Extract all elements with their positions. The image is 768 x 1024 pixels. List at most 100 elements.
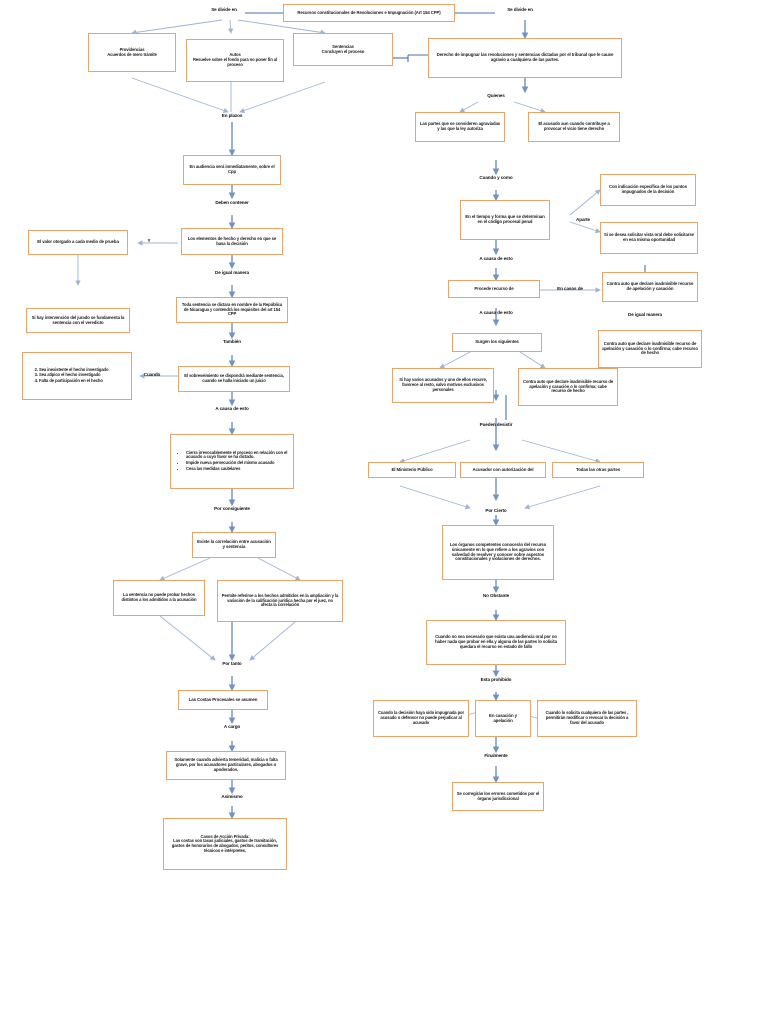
label-y: Y <box>147 238 151 243</box>
label-se-divide-en-left: Se divide en <box>211 7 237 12</box>
node-surgen-siguientes[interactable]: Surgen los siguientes <box>452 333 542 352</box>
node-derecho-impugnar-label: Derecho de impugnar las resoluciones y s… <box>436 52 614 62</box>
node-autos-label: Autos Resuelve sobre el fondo para no po… <box>192 52 278 67</box>
label-cuando: Cuando <box>143 372 161 377</box>
node-sentencias[interactable]: Sentencias Concluyen el proceso <box>293 33 393 66</box>
node-solicita-cualquiera-label: Cuando lo solicita cualquiera de las par… <box>545 710 629 725</box>
node-contra-auto-confirma-right[interactable]: Contra auto que declare inadmisible recu… <box>598 330 702 368</box>
node-contra-auto-inadmisible-label: Contra auto que declare inadmisible recu… <box>606 281 694 291</box>
node-ministerio-publico[interactable]: El Ministerio Público <box>368 462 456 478</box>
node-permite-referirse-label: Permite referirse a los hechos admitidos… <box>221 592 339 608</box>
node-valor-prueba[interactable]: El valor otorgado a cada medio de prueba <box>28 230 128 255</box>
efecto-item: Impide nueva persecución del mismo acusa… <box>186 460 289 466</box>
node-acusado-vicio[interactable]: El acusado aun cuando contribuye a provo… <box>528 112 620 142</box>
node-accion-privada-label: Casos de Acción Privada: Las costas son … <box>171 833 279 853</box>
node-acusador-autorizacion[interactable]: Acusador con autorización del <box>460 462 546 478</box>
node-decision-impugnada[interactable]: Cuando la decisión haya sido impugnada p… <box>373 700 469 737</box>
node-procede-recurso[interactable]: Procede recurso de <box>448 280 540 298</box>
node-corregir-errores[interactable]: Se corregirán los errores cometidos por … <box>452 782 544 811</box>
causales-items: Sea inexistente el hecho investigadoSea … <box>28 367 127 385</box>
node-ministerio-publico-label: El Ministerio Público <box>391 466 433 472</box>
node-providencias[interactable]: Providencias Acuerdos de mero trámite <box>88 33 176 72</box>
node-correlacion-label: Existe la correlación entre acusación y … <box>197 539 271 549</box>
node-sentencia-no-prueba-label: La sentencia no puede probar hechos dist… <box>121 592 197 602</box>
node-acusador-autorizacion-label: Acusador con autorización del <box>472 466 534 472</box>
node-varios-acusados[interactable]: Si hay varios acusados y uno de ellos re… <box>392 368 494 403</box>
node-root-label: Recursos constitucionales de Resolucione… <box>297 9 441 15</box>
node-correlacion[interactable]: Existe la correlación entre acusación y … <box>192 532 276 558</box>
node-todas-otras-partes-label: Todas las otras partes <box>575 466 621 472</box>
node-todas-otras-partes[interactable]: Todas las otras partes <box>552 462 644 478</box>
label-a-causa-de-esto-r1: A causa de esto <box>479 256 513 261</box>
label-por-tanto: Por tanto <box>222 661 242 666</box>
node-toda-sentencia[interactable]: Toda sentencia se dictara en nombre de l… <box>176 297 288 323</box>
node-valor-prueba-label: El valor otorgado a cada medio de prueba <box>37 239 119 245</box>
node-intervencion-jurado-label: Si hay intervención del jurado se fundam… <box>31 314 125 325</box>
node-audiencia-no-necesaria[interactable]: Cuando no sea necesario que exista una a… <box>426 620 566 665</box>
node-acusado-vicio-label: El acusado aun cuando contribuye a provo… <box>538 121 610 131</box>
node-elementos-hecho-label: Los elementos de hecho y derecho en que … <box>187 235 277 246</box>
node-audiencia-no-necesaria-label: Cuando no sea necesario que exista una a… <box>435 634 557 649</box>
causal-item: Sea atípico el hecho investigado <box>39 373 127 378</box>
node-procede-recurso-label: Procede recurso de <box>474 285 514 291</box>
node-causales-list[interactable]: Sea inexistente el hecho investigadoSea … <box>22 352 132 400</box>
label-a-cargo: A cargo <box>223 724 241 729</box>
node-providencias-label: Providencias Acuerdos de mero trámite <box>107 46 157 57</box>
efecto-item: Cierra irrevocablemente el proceso en re… <box>186 450 289 460</box>
label-esta-prohibido: Esta prohibido <box>480 677 512 682</box>
label-pueden-desistir: Pueden desistir <box>479 422 513 427</box>
node-costas-procesales[interactable]: Las Costas Procesales se asumen <box>178 690 268 710</box>
node-contra-auto-inadmisible[interactable]: Contra auto que declare inadmisible recu… <box>602 272 698 302</box>
node-solicita-cualquiera[interactable]: Cuando lo solicita cualquiera de las par… <box>537 700 637 737</box>
node-contra-auto-confirma-bottom-label: Contra auto que declare inadmisible recu… <box>522 378 614 394</box>
node-root[interactable]: Recursos constitucionales de Resolucione… <box>283 4 455 22</box>
label-tambien: También <box>223 339 241 344</box>
node-efectos-list[interactable]: Cierra irrevocablemente el proceso en re… <box>170 434 294 489</box>
label-de-igual-manera-r: De igual manera <box>628 312 662 317</box>
node-solamente-temeridad-label: Solamente cuando advierta temeridad, mal… <box>174 757 278 772</box>
node-partes-agraviadas[interactable]: Las partes que se consideren agraviadas … <box>415 112 505 142</box>
causal-item: Sea inexistente el hecho investigado <box>39 367 127 373</box>
node-vista-oral[interactable]: Si se desea solicitar vista oral debe so… <box>600 222 698 254</box>
node-corregir-errores-label: Se corregirán los errores cometidos por … <box>456 790 540 801</box>
node-costas-procesales-label: Las Costas Procesales se asumen <box>188 696 258 702</box>
node-toda-sentencia-label: Toda sentencia se dictara en nombre de l… <box>181 301 283 317</box>
node-partes-agraviadas-label: Las partes que se consideren agraviadas … <box>419 121 501 131</box>
node-casacion-apelacion-label: En casación y apelación <box>489 712 517 723</box>
node-permite-referirse[interactable]: Permite referirse a los hechos admitidos… <box>217 580 343 622</box>
node-derecho-impugnar[interactable]: Derecho de impugnar las resoluciones y s… <box>428 38 622 78</box>
node-contra-auto-confirma-bottom[interactable]: Contra auto que declare inadmisible recu… <box>518 368 618 406</box>
causal-item: Falta de participación en el hecho <box>39 378 127 384</box>
node-sobreseimiento[interactable]: El sobreseimiento se dispondrá mediante … <box>178 366 290 392</box>
label-finalmente: Finalmente <box>484 753 508 758</box>
node-autos[interactable]: Autos Resuelve sobre el fondo para no po… <box>186 39 284 82</box>
label-deben-contener: Deben contener <box>215 200 249 205</box>
label-en-casos-de: En casos de <box>557 286 583 291</box>
label-aparte: Aparte <box>576 217 590 222</box>
label-de-igual-manera: De igual manera <box>215 270 249 275</box>
node-solamente-temeridad[interactable]: Solamente cuando advierta temeridad, mal… <box>166 751 286 780</box>
node-accion-privada[interactable]: Casos de Acción Privada: Las costas son … <box>163 818 287 870</box>
node-organos-competentes[interactable]: Los órganos competentes conocerán del re… <box>442 525 554 580</box>
node-sentencias-label: Sentencias Concluyen el proceso <box>321 43 365 54</box>
label-asimismo: Asimismo <box>221 794 243 799</box>
node-audiencia-inmediata-label: En audiencia será inmediatamente, sobre … <box>189 164 275 174</box>
node-elementos-hecho[interactable]: Los elementos de hecho y derecho en que … <box>181 228 283 255</box>
node-vista-oral-label: Si se desea solicitar vista oral debe so… <box>604 232 694 242</box>
node-intervencion-jurado[interactable]: Si hay intervención del jurado se fundam… <box>26 308 130 333</box>
label-por-cierto: Por Cierto <box>485 508 507 513</box>
node-tiempo-forma-label: En el tiempo y forma que se determinan e… <box>465 214 545 224</box>
node-sentencia-no-prueba[interactable]: La sentencia no puede probar hechos dist… <box>113 580 205 616</box>
node-organos-competentes-label: Los órganos competentes conocerán del re… <box>449 541 547 562</box>
node-audiencia-inmediata[interactable]: En audiencia será inmediatamente, sobre … <box>183 155 281 185</box>
label-se-divide-en-right: Se divide en <box>507 7 533 12</box>
node-surgen-siguientes-label: Surgen los siguientes <box>475 339 519 345</box>
node-tiempo-forma[interactable]: En el tiempo y forma que se determinan e… <box>460 200 550 240</box>
label-por-consiguiente: Por consiguiente <box>214 506 250 511</box>
node-decision-impugnada-label: Cuando la decisión haya sido impugnada p… <box>377 710 465 725</box>
node-indicacion-puntos[interactable]: Con indicación específica de los puntos … <box>600 174 696 206</box>
node-casacion-apelacion[interactable]: En casación y apelación <box>475 700 531 737</box>
node-sobreseimiento-label: El sobreseimiento se dispondrá mediante … <box>184 373 284 383</box>
